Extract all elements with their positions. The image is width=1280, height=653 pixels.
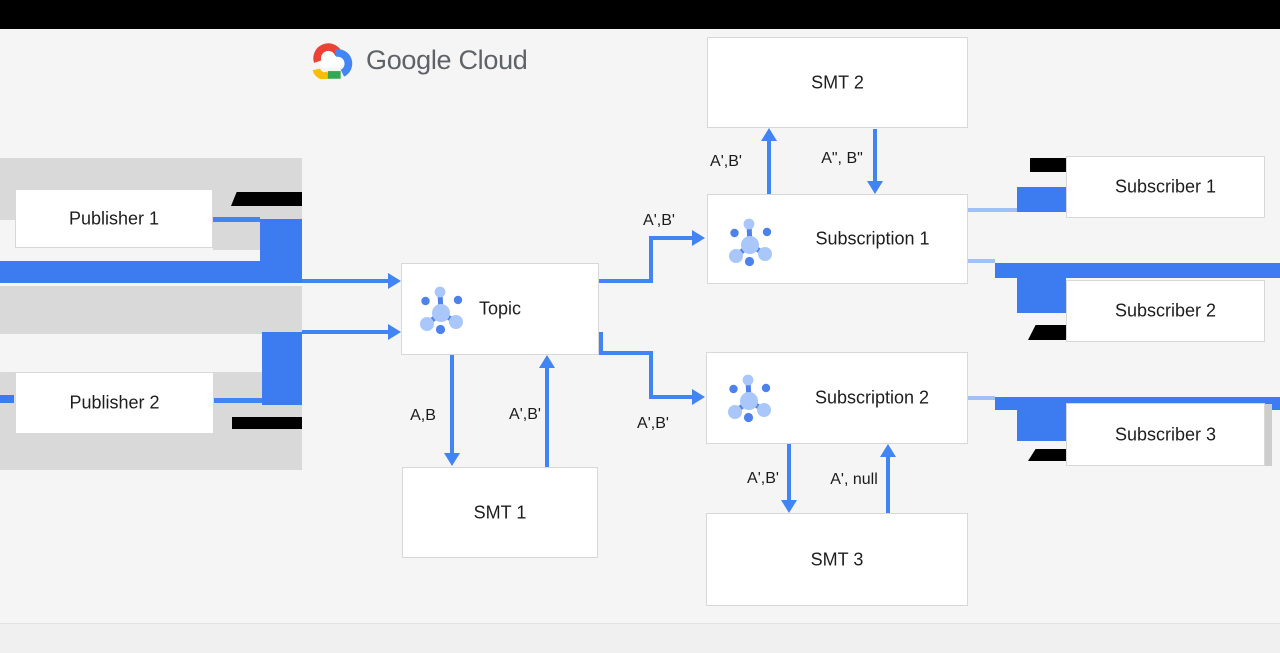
edge-label-sub2-smt3: A',B'	[747, 470, 779, 487]
sub2-to-subscriber3-line	[968, 396, 995, 400]
blue-band-publisher1	[0, 261, 260, 283]
bottom-strip	[0, 623, 1280, 653]
arrow-smt2-sub1-head	[867, 181, 883, 194]
arrow-publisher1-topic-head	[388, 273, 401, 289]
redacted-label-subscriber3	[1028, 449, 1066, 461]
node-label-subscription2: Subscription 2	[814, 387, 930, 408]
node-publisher1: Publisher 1	[15, 189, 213, 248]
node-topic: Topic	[401, 263, 599, 355]
google-cloud-icon	[312, 43, 353, 79]
arrow-publisher2-topic-line	[302, 330, 390, 334]
pubsub-icon	[420, 286, 463, 335]
arrow-topic-sub1-head	[692, 230, 705, 246]
pubsub-icon	[728, 374, 771, 423]
edge-label-smt3-sub2: A', null	[830, 471, 878, 488]
redacted-label-subscriber2	[1028, 325, 1066, 340]
arrow-smt2-sub1-line	[873, 129, 877, 182]
arrow-sub2-smt3-line	[787, 444, 791, 500]
edge-label-topic-sub1: A',B'	[643, 212, 675, 229]
arrow-topic-sub1-seg3	[649, 236, 693, 240]
arrow-topic-sub1-seg1	[599, 279, 653, 283]
node-subscriber2: Subscriber 2	[1066, 280, 1265, 342]
arrow-topic-sub1-seg2	[649, 236, 653, 283]
arrow-smt1-topic-line	[545, 366, 549, 467]
arrow-smt1-topic-head	[539, 355, 555, 368]
arrow-sub1-smt2-head	[761, 128, 777, 141]
redacted-label-publisher1	[231, 192, 302, 206]
arrow-topic-smt1-head	[444, 453, 460, 466]
node-smt3: SMT 3	[706, 513, 968, 606]
node-publisher2: Publisher 2	[15, 372, 214, 434]
node-label-smt1: SMT 1	[473, 502, 527, 522]
subscriber3-edge-strip	[1265, 404, 1272, 466]
sub1-to-subscriber1-line	[968, 208, 1017, 212]
edge-label-topic-smt1: A,B	[410, 407, 436, 424]
arrow-sub2-smt3-head	[781, 500, 797, 513]
blue-block-subscriber2	[1017, 263, 1066, 313]
node-label-smt2: SMT 2	[811, 72, 864, 92]
node-label-publisher2: Publisher 2	[69, 392, 160, 413]
blue-block-publisher1	[260, 219, 302, 283]
blue-stub-left-edge	[0, 395, 14, 403]
sub1-to-subscriber2-line	[968, 259, 995, 263]
redacted-label-publisher2	[232, 417, 302, 429]
blue-block-publisher2	[262, 332, 302, 405]
edge-label-smt1-topic: A',B'	[509, 406, 541, 423]
arrow-topic-sub2-seg3	[649, 395, 693, 399]
node-label-subscriber2: Subscriber 2	[1114, 300, 1217, 321]
node-subscription2: Subscription 2	[706, 352, 968, 444]
arrow-publisher1-topic-line	[302, 279, 390, 283]
node-subscriber3: Subscriber 3	[1066, 403, 1265, 466]
google-cloud-logo: Google Cloud	[310, 40, 528, 80]
arrow-publisher2-topic-head	[388, 324, 401, 340]
blue-block-subscriber3	[1017, 397, 1066, 441]
publisher2-out-line	[213, 398, 262, 403]
arrow-smt3-sub2-head	[880, 444, 896, 457]
publisher1-out-line	[211, 217, 260, 222]
node-smt2: SMT 2	[707, 37, 968, 128]
node-label-subscriber1: Subscriber 1	[1114, 176, 1217, 197]
node-subscription1: Subscription 1	[707, 194, 968, 284]
node-label-subscriber3: Subscriber 3	[1114, 424, 1217, 444]
blue-band-subscriber2	[995, 263, 1280, 278]
arrow-topic-sub2-seg1	[599, 351, 653, 355]
redacted-label-subscriber1	[1030, 158, 1066, 172]
google-cloud-wordmark: Google Cloud	[366, 44, 528, 75]
arrow-topic-smt1-line	[450, 355, 454, 454]
node-label-smt3: SMT 3	[810, 549, 864, 569]
edge-label-smt2-sub1: A", B"	[821, 150, 863, 167]
arrow-topic-sub2-head	[692, 389, 705, 405]
edge-label-topic-sub2: A',B'	[637, 415, 669, 432]
node-subscriber1: Subscriber 1	[1066, 156, 1265, 218]
blue-block-subscriber1	[1017, 187, 1066, 212]
arrow-sub1-smt2-line	[767, 139, 771, 194]
arrow-topic-sub2-seg2	[649, 351, 653, 399]
gray-band-2	[0, 286, 302, 334]
node-label-subscription1: Subscription 1	[815, 228, 930, 249]
arrow-smt3-sub2-line	[886, 455, 890, 513]
node-label-topic: Topic	[478, 298, 522, 319]
gray-band-1b	[213, 220, 260, 250]
node-smt1: SMT 1	[402, 467, 598, 558]
arrow-topic-sub2-stub	[599, 332, 603, 355]
top-black-bar	[0, 0, 1280, 29]
node-label-publisher1: Publisher 1	[68, 208, 160, 228]
pubsub-icon	[729, 218, 772, 267]
edge-label-sub1-smt2: A',B'	[710, 153, 742, 170]
